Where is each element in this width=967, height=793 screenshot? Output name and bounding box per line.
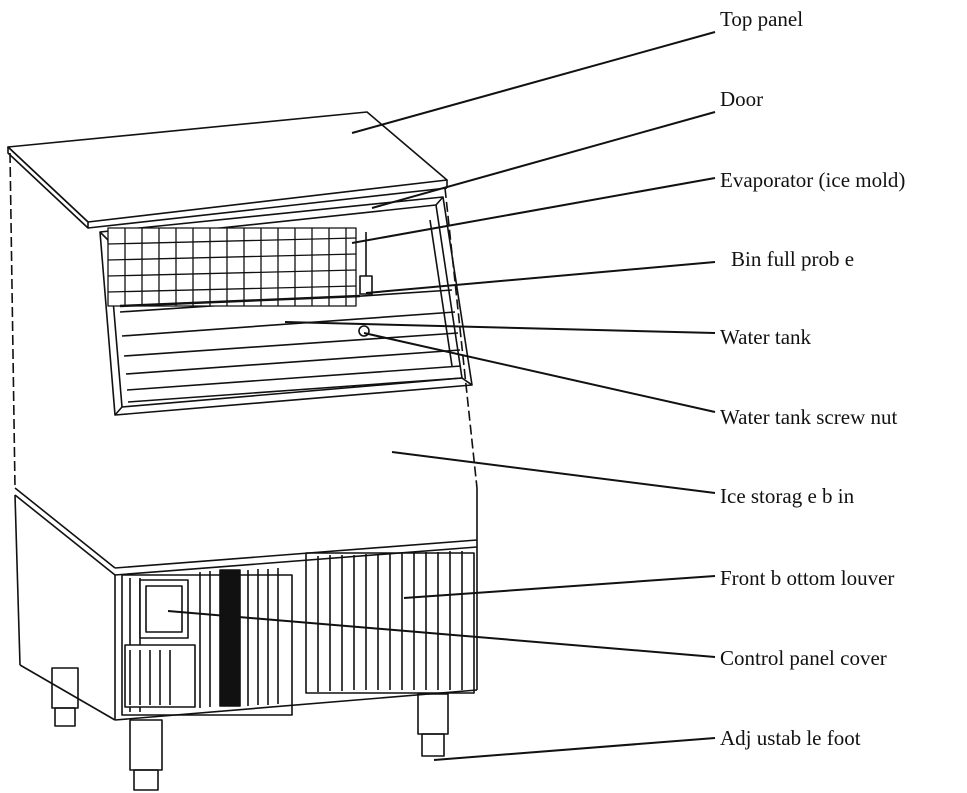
inner-slats [119, 219, 463, 403]
label-top-panel: Top panel [720, 7, 804, 31]
label-water-tank-screw-nut: Water tank screw nut [720, 405, 898, 429]
top-panel-edge [7, 146, 89, 229]
label-evaporator: Evaporator (ice mold) [720, 168, 906, 192]
control-panel-cover-shape [139, 579, 189, 639]
leader-lines [167, 31, 716, 761]
label-water-tank: Water tank [720, 325, 812, 349]
front-louver [121, 551, 475, 716]
label-control-panel-cover: Control panel cover [720, 646, 887, 670]
label-ice-storage-bin: Ice storag e b in [720, 484, 855, 508]
evaporator-grid [107, 227, 361, 308]
water-tank-screw-nut-shape [358, 325, 370, 337]
adjustable-feet [51, 667, 449, 791]
label-bin-full-probe: Bin full prob e [731, 247, 855, 271]
cabinet-body [9, 152, 478, 721]
label-adjustable-foot: Adj ustab le foot [720, 726, 861, 750]
bin-full-probe-shape [359, 275, 373, 295]
label-front-bottom-louver: Front b ottom louver [720, 566, 895, 590]
label-door: Door [720, 87, 764, 111]
